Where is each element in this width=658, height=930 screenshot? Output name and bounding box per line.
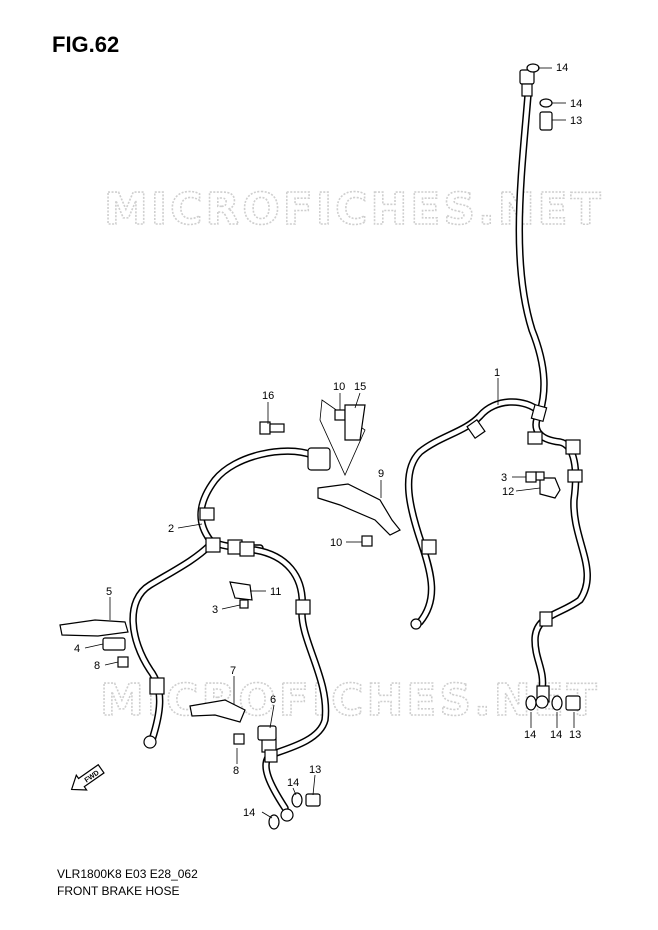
callout-14: 14 xyxy=(570,98,582,110)
clamp-4 xyxy=(102,637,126,651)
callout-3: 3 xyxy=(212,604,218,616)
clamp-15-assembly xyxy=(319,399,366,476)
fwd-label: FWD xyxy=(84,770,101,785)
figure-caption: FRONT BRAKE HOSE xyxy=(57,884,180,898)
model-code: VLR1800K8 E03 E28_062 xyxy=(57,867,198,881)
callout-8: 8 xyxy=(233,765,239,777)
clamp-12 xyxy=(535,471,561,499)
callout-12: 12 xyxy=(502,486,514,498)
callout-10: 10 xyxy=(330,537,342,549)
callout-13: 13 xyxy=(309,764,321,776)
callout-10: 10 xyxy=(333,381,345,393)
bolt-16 xyxy=(259,421,285,435)
callout-16: 16 xyxy=(262,390,274,402)
watermark-top: MICROFICHES.NET xyxy=(104,184,604,235)
fwd-arrow: FWD xyxy=(70,763,105,791)
bracket-9 xyxy=(317,483,401,536)
callout-1: 1 xyxy=(494,367,500,379)
bracket-7 xyxy=(189,699,246,723)
bolt-3-right xyxy=(525,471,537,483)
leader-lines xyxy=(84,67,575,819)
bracket-5 xyxy=(59,619,129,637)
callout-6: 6 xyxy=(270,694,276,706)
hose-2 xyxy=(129,447,331,822)
callout-11: 11 xyxy=(270,586,281,598)
hose-1 xyxy=(404,69,591,709)
callout-14: 14 xyxy=(550,729,562,741)
callout-14: 14 xyxy=(243,807,255,819)
callout-8: 8 xyxy=(94,660,100,672)
callout-2: 2 xyxy=(168,523,174,535)
callout-labels: 14 14 13 1 16 10 15 9 3 12 2 10 5 11 3 4… xyxy=(74,62,582,819)
watermark-bottom: MICROFICHES.NET xyxy=(100,675,600,726)
callout-14: 14 xyxy=(287,777,299,789)
callout-13: 13 xyxy=(569,729,581,741)
callout-7: 7 xyxy=(230,665,236,677)
figure-title: FIG.62 xyxy=(52,32,120,57)
clamp-11 xyxy=(229,581,253,609)
callout-15: 15 xyxy=(354,381,366,393)
callout-5: 5 xyxy=(106,586,112,598)
callout-14: 14 xyxy=(556,62,568,74)
callout-4: 4 xyxy=(74,643,80,655)
washers-top-right xyxy=(526,63,553,131)
washers-bottom-right xyxy=(525,695,581,711)
bolt-8-left xyxy=(117,656,129,668)
callout-14: 14 xyxy=(524,729,536,741)
callout-3: 3 xyxy=(501,472,507,484)
bolt-8-center xyxy=(233,733,245,745)
clamp-6 xyxy=(257,725,277,741)
bolt-10-lower xyxy=(361,535,373,547)
washers-bottom-center xyxy=(268,792,321,830)
callout-13: 13 xyxy=(570,115,582,127)
callout-9: 9 xyxy=(378,468,384,480)
